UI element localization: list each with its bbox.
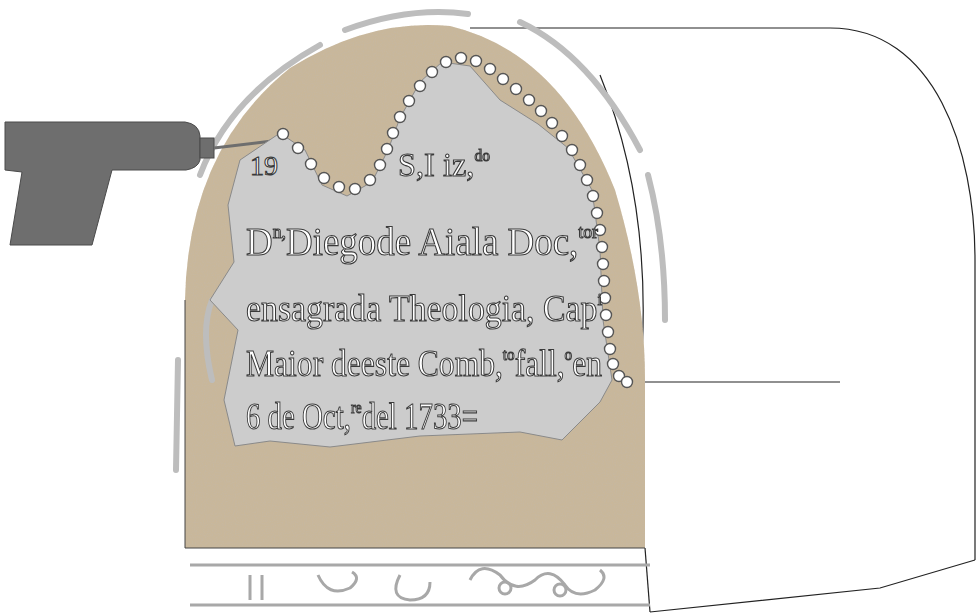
inscription-text: Maior deeste Comb, <box>246 343 503 384</box>
drill-hole <box>485 64 496 75</box>
plaster-fragment <box>176 12 665 470</box>
drill-hole <box>603 327 614 338</box>
drill-hole <box>441 57 452 68</box>
inscription-line: 6 de Oct,redel 1733= <box>246 398 478 435</box>
inscription-text: 6 de Oct, <box>246 396 351 437</box>
face-edge <box>185 548 645 549</box>
face-edge <box>185 300 186 548</box>
inscription-text: D <box>246 219 273 264</box>
inscription-line: Maior deeste Comb,tofall,oen <box>246 345 602 382</box>
superscript-abbrev: re <box>351 397 362 417</box>
drill-hole <box>334 182 345 193</box>
inscription-text: ensagrada Theologia, Cap <box>246 288 597 329</box>
drill-hole <box>524 95 535 106</box>
drill-hole <box>605 344 616 355</box>
drill-hole <box>588 191 599 202</box>
superscript-abbrev: to <box>503 344 515 364</box>
inscription-line: ensagrada Theologia, Capi <box>246 290 602 327</box>
drill-hole <box>598 259 609 270</box>
drill-hole <box>293 143 304 154</box>
drill-hole <box>382 144 393 155</box>
drill-hole <box>306 159 317 170</box>
superscript-abbrev: i <box>597 289 602 309</box>
drill-hole <box>536 106 547 117</box>
drill-hole <box>365 175 376 186</box>
drill-hole <box>599 276 610 287</box>
inscription-text: del 1733= <box>362 396 478 437</box>
drill-hole <box>547 118 558 129</box>
drill-hole <box>592 208 603 219</box>
superscript-abbrev: n, <box>273 221 286 242</box>
inscription-text: fall, <box>515 343 565 384</box>
drill-hole <box>471 56 482 67</box>
drill-hole <box>595 225 606 236</box>
inscription-text: S,I iz, <box>398 146 474 183</box>
drill-hole <box>456 53 467 64</box>
drill-hole <box>278 129 289 140</box>
inscription-line: S,I iz,do <box>398 148 490 182</box>
drill-hole <box>427 67 438 78</box>
drill-hole <box>622 377 633 388</box>
drill-hole <box>567 145 578 156</box>
inscription-text: 19 <box>250 150 278 181</box>
drill-hole <box>597 242 608 253</box>
drill-hole <box>511 84 522 95</box>
drill-hole <box>601 310 612 321</box>
inscription-text: en <box>572 343 602 384</box>
drill-hole <box>415 81 426 92</box>
drill-hole <box>608 359 619 370</box>
vault-face <box>185 25 645 548</box>
superscript-abbrev: do <box>474 146 490 165</box>
drill-hole <box>498 74 509 85</box>
drill-hole <box>600 293 611 304</box>
drill-hole <box>350 184 361 195</box>
drill-hole <box>575 160 586 171</box>
drill-hole <box>319 173 330 184</box>
inscribed-slab: 19 S,I iz,doDn,Diegode Aiala Doc,tor ensag… <box>200 50 620 455</box>
inscription-line: 19 <box>250 152 278 180</box>
drill-hole <box>404 96 415 107</box>
drill-hole <box>395 112 406 123</box>
inscription-line: Dn,Diegode Aiala Doc,tor <box>246 222 598 262</box>
iron-scroll <box>190 565 650 605</box>
drill-hole <box>375 160 386 171</box>
superscript-abbrev: o <box>565 344 573 364</box>
drill-hole <box>388 128 399 139</box>
inscription-text: Diegode Aiala Doc, <box>286 219 578 264</box>
superscript-abbrev: tor <box>578 221 598 242</box>
drill-hole <box>557 131 568 142</box>
slab-outline <box>210 62 612 447</box>
drill-hole <box>582 175 593 186</box>
